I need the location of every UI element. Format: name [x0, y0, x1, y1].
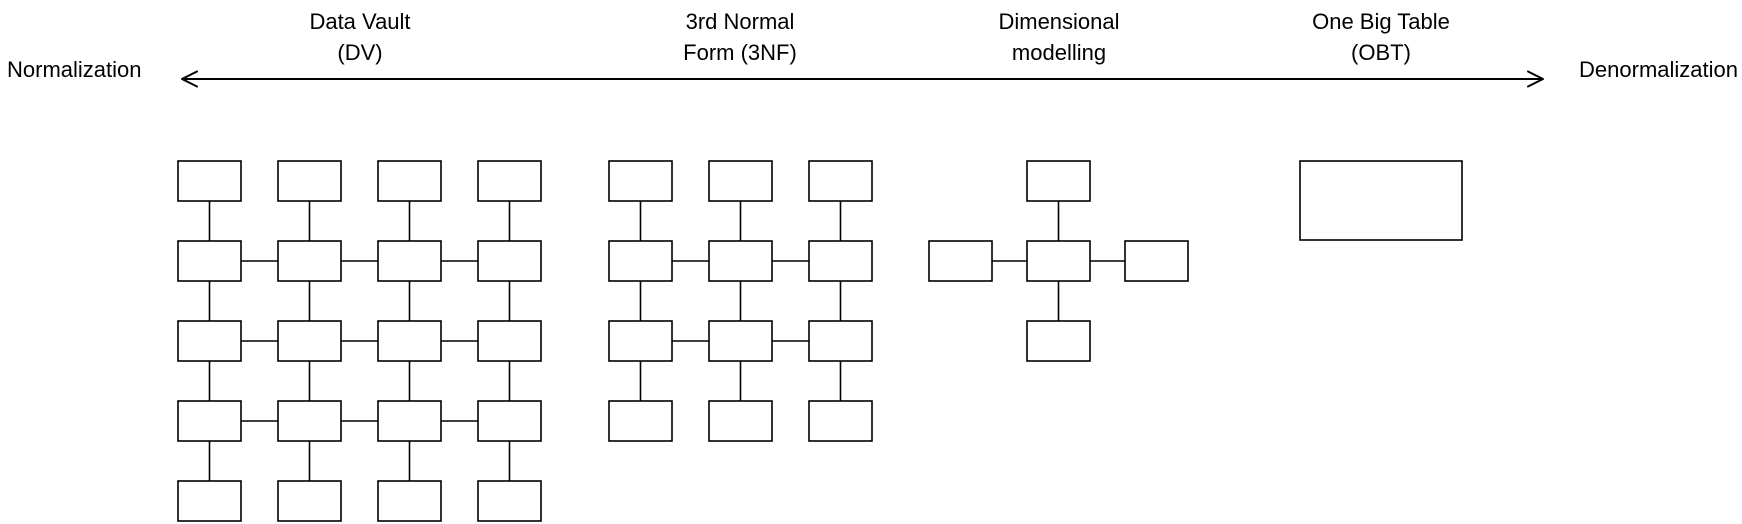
- data-vault-table-box: [177, 320, 242, 362]
- approach-label-data-vault: Data Vault (DV): [309, 6, 410, 68]
- data-vault-table-box: [277, 480, 342, 522]
- approach-label-line1: Dimensional: [998, 9, 1120, 34]
- dimensional-modelling-table-box: [1026, 160, 1091, 202]
- approach-label-line2: Form (3NF): [683, 40, 797, 65]
- left-arrowhead-icon: [181, 70, 198, 88]
- data-vault-table-box: [177, 400, 242, 442]
- data-vault-table-box: [477, 240, 542, 282]
- dimensional-modelling-table-box: [1124, 240, 1189, 282]
- approach-label-dimensional-modelling: Dimensional modelling: [998, 6, 1119, 68]
- data-vault-table-box: [277, 240, 342, 282]
- data-vault-table-box: [377, 400, 442, 442]
- third-normal-form-table-box: [708, 400, 773, 442]
- third-normal-form-table-box: [808, 400, 873, 442]
- one-big-table-table-box: [1299, 160, 1463, 241]
- data-vault-table-box: [377, 320, 442, 362]
- data-vault-table-box: [377, 160, 442, 202]
- data-vault-table-box: [477, 320, 542, 362]
- data-vault-table-box: [377, 480, 442, 522]
- approach-label-one-big-table: One Big Table (OBT): [1312, 6, 1450, 68]
- dimensional-modelling-table-box: [928, 240, 993, 282]
- approach-label-line2: (OBT): [1351, 40, 1411, 65]
- dimensional-modelling-table-box: [1026, 240, 1091, 282]
- third-normal-form-table-box: [808, 240, 873, 282]
- axis-label-normalization: Normalization: [7, 57, 142, 82]
- third-normal-form-table-box: [608, 320, 673, 362]
- third-normal-form-table-box: [608, 160, 673, 202]
- approach-label-line2: (DV): [337, 40, 383, 65]
- approach-label-line1: 3rd Normal: [685, 9, 795, 34]
- data-vault-table-box: [277, 320, 342, 362]
- approach-label-line2: modelling: [1011, 40, 1107, 65]
- data-vault-table-box: [177, 480, 242, 522]
- right-arrowhead-icon: [1527, 70, 1544, 88]
- approach-label-line1: Data Vault: [309, 9, 411, 34]
- approach-label-third-normal-form: 3rd Normal Form (3NF): [683, 6, 797, 68]
- third-normal-form-table-box: [808, 160, 873, 202]
- data-vault-table-box: [477, 160, 542, 202]
- data-vault-table-box: [177, 160, 242, 202]
- third-normal-form-table-box: [808, 320, 873, 362]
- data-vault-table-box: [377, 240, 442, 282]
- third-normal-form-table-box: [608, 240, 673, 282]
- data-vault-table-box: [177, 240, 242, 282]
- data-vault-table-box: [477, 480, 542, 522]
- data-vault-table-box: [277, 400, 342, 442]
- third-normal-form-table-box: [708, 160, 773, 202]
- third-normal-form-table-box: [708, 240, 773, 282]
- third-normal-form-table-box: [608, 400, 673, 442]
- third-normal-form-table-box: [708, 320, 773, 362]
- approach-label-line1: One Big Table: [1312, 9, 1450, 34]
- data-vault-table-box: [277, 160, 342, 202]
- data-vault-table-box: [477, 400, 542, 442]
- axis-label-denormalization: Denormalization: [1579, 57, 1738, 82]
- dimensional-modelling-table-box: [1026, 320, 1091, 362]
